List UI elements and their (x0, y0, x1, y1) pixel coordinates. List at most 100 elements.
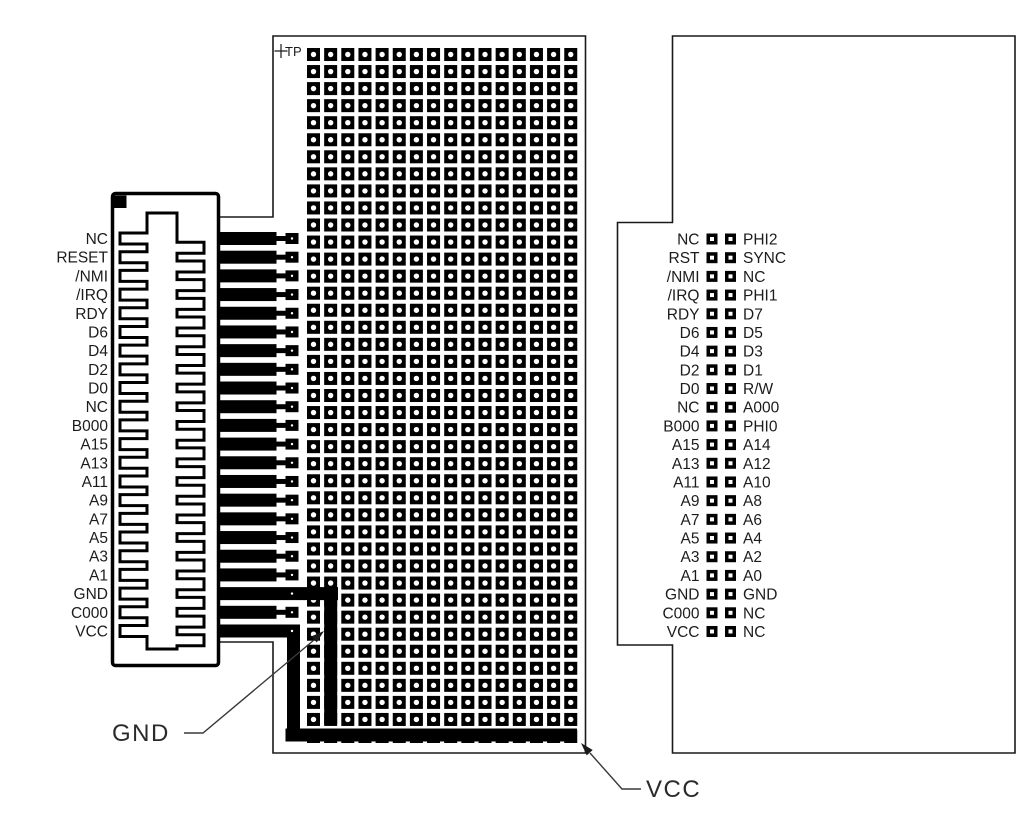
pad-hole (327, 307, 334, 313)
pad-hole (327, 563, 334, 569)
signal-trace (218, 568, 299, 582)
pin-header-right-label: D1 (743, 362, 763, 379)
pad-hole (533, 85, 540, 92)
pad-hole (413, 614, 420, 620)
pad-hole (396, 307, 402, 313)
proto-board-outline (218, 35, 587, 754)
pad-hole (345, 222, 351, 228)
pad-hole (568, 307, 574, 313)
pad-hole (413, 461, 420, 467)
pad-hole (396, 188, 402, 194)
pad-hole (413, 188, 420, 194)
pad-hole (516, 256, 522, 262)
pad-hole (345, 478, 351, 484)
pad-hole (533, 392, 540, 399)
pad-hole (568, 120, 574, 126)
pin-header-board-outline (616, 35, 1016, 754)
pad-hole (568, 648, 574, 654)
pad-hole (379, 375, 385, 382)
pad-hole (516, 51, 522, 58)
pad-hole (482, 375, 488, 382)
pad-hole (533, 51, 540, 58)
pad-hole (327, 392, 334, 399)
pad-hole (379, 426, 385, 433)
pad-hole (430, 68, 437, 75)
signal-trace (218, 418, 299, 432)
pad-hole (482, 85, 488, 92)
pad-hole (310, 102, 317, 109)
pad-hole (396, 426, 402, 433)
pad-hole (430, 529, 437, 535)
pad-hole (413, 290, 420, 296)
pad-hole (499, 102, 505, 109)
pad-hole (379, 563, 385, 569)
pad-hole (550, 461, 557, 467)
pin-header-right-label: A6 (743, 512, 762, 529)
pad-hole (430, 563, 437, 569)
pad-hole (345, 495, 351, 501)
pad-hole (310, 68, 317, 75)
pad-hole (516, 324, 522, 330)
pad-hole (362, 546, 368, 552)
edge-connector-pin-label: A1 (89, 567, 108, 584)
signal-trace (218, 362, 299, 376)
signal-trace (218, 605, 299, 619)
pad-hole (413, 222, 420, 228)
pad-hole (413, 699, 420, 706)
pad-hole (345, 529, 351, 535)
pad-hole (533, 324, 540, 330)
pad-hole (310, 529, 317, 535)
pad-hole (465, 665, 471, 671)
pad-hole (362, 341, 368, 348)
signal-trace (218, 306, 299, 320)
pad-hole (533, 375, 540, 382)
pad-hole (568, 699, 574, 706)
edge-connector-labels: NCRESET/NMI/IRQRDYD6D4D2D0NCB000A15A13A1… (56, 231, 108, 640)
signal-trace (218, 456, 299, 470)
pad-hole (448, 273, 454, 279)
pad-hole (396, 512, 402, 518)
pad-hole (396, 68, 402, 75)
pad-hole (430, 290, 437, 296)
pad-hole (379, 188, 385, 194)
pad-hole (499, 154, 505, 160)
pad-hole (413, 392, 420, 399)
pin-header-right-label: A12 (743, 456, 771, 473)
pad-hole (448, 563, 454, 569)
pad-hole (413, 85, 420, 92)
pad-hole (533, 171, 540, 177)
pad-hole (516, 461, 522, 467)
pad-hole (465, 358, 471, 365)
pad-hole (499, 68, 505, 75)
pad-hole (362, 68, 368, 75)
pad-hole (327, 222, 334, 228)
pad-hole (310, 188, 317, 194)
pad-hole (550, 256, 557, 262)
pad-hole (465, 341, 471, 348)
pad-hole (413, 307, 420, 313)
pad-hole (465, 85, 471, 92)
edge-connector-pin-label: A5 (89, 530, 108, 547)
pad-hole (568, 205, 574, 211)
pad-hole (550, 137, 557, 143)
pad-hole (533, 716, 540, 723)
pad-hole (327, 358, 334, 365)
pad-hole (516, 512, 522, 518)
pad-hole (499, 256, 505, 262)
pad-hole (448, 239, 454, 245)
pad-hole (482, 580, 488, 586)
pad-hole (396, 461, 402, 467)
pad-hole (533, 546, 540, 552)
pad-hole (345, 409, 351, 416)
pad-hole (430, 580, 437, 586)
pad-hole (499, 171, 505, 177)
pad-hole (379, 682, 385, 689)
pad-hole (362, 461, 368, 467)
pad-hole (430, 341, 437, 348)
pin-header-left-label: A15 (672, 437, 700, 454)
pad-hole (396, 495, 402, 501)
pad-hole (568, 614, 574, 620)
pad-hole (516, 580, 522, 586)
